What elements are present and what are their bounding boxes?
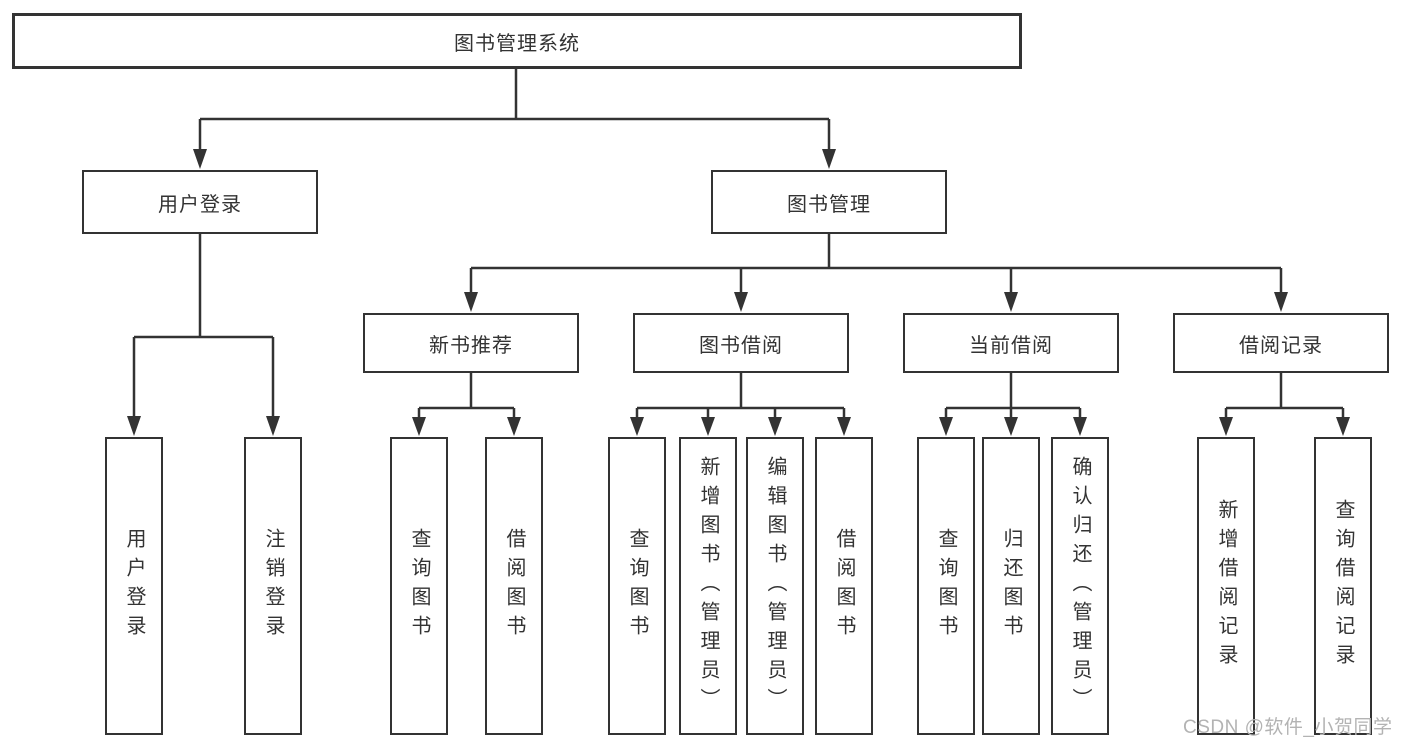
leaf-logout: 注销登录: [244, 437, 302, 735]
leaf-query-books-current-label: 查询图书: [935, 528, 957, 644]
node-book-borrowing-label: 图书借阅: [699, 334, 783, 357]
leaf-query-books-recommend-label: 查询图书: [408, 528, 430, 644]
arrowheads: [127, 149, 1350, 436]
node-user-login-label: 用户登录: [158, 193, 242, 216]
leaf-logout-label: 注销登录: [262, 528, 284, 644]
leaf-query-books-borrow-label: 查询图书: [626, 528, 648, 644]
leaf-query-books-borrow: 查询图书: [608, 437, 666, 735]
leaf-confirm-return-admin-label: 确认归还（管理员）: [1069, 455, 1091, 717]
leaf-query-books-current: 查询图书: [917, 437, 975, 735]
node-book-borrowing: 图书借阅: [633, 313, 849, 373]
node-book-management-label: 图书管理: [787, 193, 871, 216]
node-library-system: 图书管理系统: [12, 13, 1022, 69]
leaf-edit-books-admin: 编辑图书（管理员）: [746, 437, 804, 735]
node-current-borrowing: 当前借阅: [903, 313, 1119, 373]
leaf-query-borrow-record-label: 查询借阅记录: [1332, 499, 1354, 673]
leaf-query-borrow-record: 查询借阅记录: [1314, 437, 1372, 735]
leaf-borrow-books-label: 借阅图书: [833, 528, 855, 644]
leaf-borrow-books: 借阅图书: [815, 437, 873, 735]
leaf-borrow-books-recommend-label: 借阅图书: [503, 528, 525, 644]
node-borrowing-records: 借阅记录: [1173, 313, 1389, 373]
leaf-edit-books-admin-label: 编辑图书（管理员）: [764, 455, 786, 717]
watermark-text: CSDN @软件_小贺同学: [1183, 717, 1393, 738]
node-user-login: 用户登录: [82, 170, 318, 234]
node-current-borrowing-label: 当前借阅: [969, 334, 1053, 357]
leaf-user-login: 用户登录: [105, 437, 163, 735]
leaf-borrow-books-recommend: 借阅图书: [485, 437, 543, 735]
node-borrowing-records-label: 借阅记录: [1239, 334, 1323, 357]
leaf-return-books-label: 归还图书: [1000, 528, 1022, 644]
leaf-confirm-return-admin: 确认归还（管理员）: [1051, 437, 1109, 735]
node-book-management: 图书管理: [711, 170, 947, 234]
leaf-return-books: 归还图书: [982, 437, 1040, 735]
node-library-system-label: 图书管理系统: [454, 32, 580, 55]
leaf-add-books-admin-label: 新增图书（管理员）: [697, 455, 719, 717]
leaf-user-login-label: 用户登录: [123, 528, 145, 644]
leaf-add-borrow-record: 新增借阅记录: [1197, 437, 1255, 735]
leaf-add-borrow-record-label: 新增借阅记录: [1215, 499, 1237, 673]
node-new-book-recommendation-label: 新书推荐: [429, 334, 513, 357]
leaf-query-books-recommend: 查询图书: [390, 437, 448, 735]
node-new-book-recommendation: 新书推荐: [363, 313, 579, 373]
leaf-add-books-admin: 新增图书（管理员）: [679, 437, 737, 735]
